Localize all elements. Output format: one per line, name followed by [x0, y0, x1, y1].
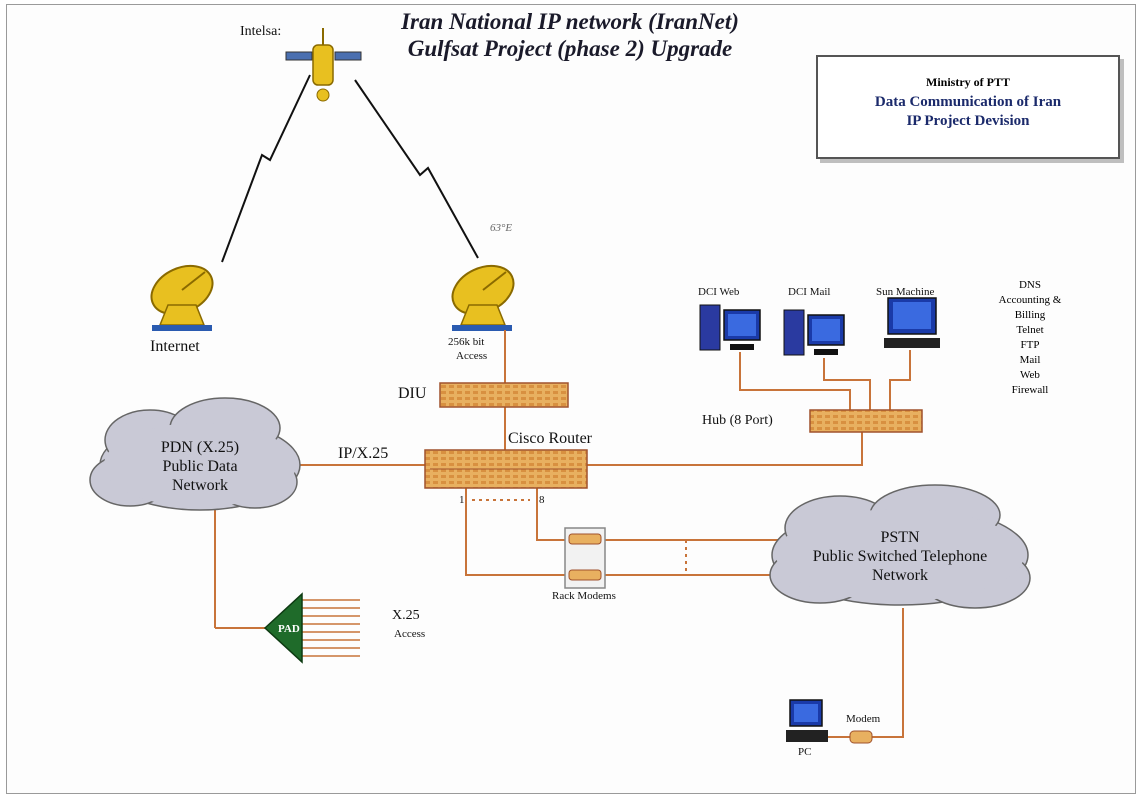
- pad-device: [263, 592, 303, 664]
- access-word-label: Access: [456, 350, 488, 362]
- satellite-note: 63°E: [490, 222, 513, 234]
- link-router-hub: [587, 432, 863, 466]
- diu-device: [439, 382, 569, 408]
- pad-label: PAD: [278, 623, 300, 635]
- ministry-box: Ministry of PTT Data Communication of Ir…: [816, 55, 1120, 159]
- pstn-line-1: PSTN: [880, 529, 920, 546]
- service-item: Billing: [1014, 309, 1046, 321]
- diagram-title: Iran National IP network (IranNet) Gulfs…: [360, 8, 780, 62]
- hub-label: Hub (8 Port): [702, 413, 773, 428]
- ground-dish-icon: [451, 264, 515, 331]
- port-1-label: 1: [459, 494, 465, 506]
- service-item: DNS: [1018, 279, 1041, 291]
- title-line-2: Gulfsat Project (phase 2) Upgrade: [407, 36, 733, 61]
- port-8-label: 8: [539, 494, 545, 506]
- pdn-line-3: Network: [172, 477, 228, 494]
- modem-device: [849, 730, 873, 744]
- link-mail-hub: [823, 358, 871, 410]
- rack-modems-device: [564, 527, 606, 589]
- ministry-line-2: Data Communication of Iran: [874, 94, 1062, 110]
- diu-label: DIU: [398, 385, 427, 402]
- pdn-cloud-label: PDN (X.25) Public Data Network: [130, 438, 270, 495]
- dci-web-computer-icon: [699, 304, 761, 351]
- access-256k-label: 256k bit: [448, 336, 485, 348]
- network-links: [214, 330, 911, 738]
- dci-mail-computer-icon: [783, 309, 845, 356]
- title-line-1: Iran National IP network (IranNet): [401, 9, 739, 34]
- ip-x25-label: IP/X.25: [338, 445, 389, 462]
- x25-access-label-1: X.25: [392, 608, 420, 623]
- satellite-link-ground: [354, 79, 479, 259]
- pc-icon: [786, 699, 828, 742]
- link-port1-rack: [465, 488, 565, 576]
- sun-machine-icon: [884, 297, 940, 348]
- link-sun-hub: [889, 350, 911, 410]
- service-item: Accounting &: [998, 294, 1062, 306]
- rack-modems-label: Rack Modems: [552, 590, 616, 602]
- services-list: DNS Accounting & Billing Telnet FTP Mail…: [975, 278, 1085, 398]
- link-port8-rack: [536, 488, 565, 541]
- service-item: Firewall: [1011, 384, 1049, 396]
- pc-label: PC: [798, 746, 812, 758]
- pdn-line-2: Public Data: [162, 458, 238, 475]
- pstn-cloud-label: PSTN Public Switched Telephone Network: [795, 528, 1005, 585]
- satellite-icon: [285, 28, 362, 102]
- pstn-line-3: Network: [872, 567, 928, 584]
- service-item: Web: [1020, 369, 1040, 381]
- cisco-router-label: Cisco Router: [508, 430, 592, 447]
- ministry-line-1: Ministry of PTT: [926, 75, 1010, 89]
- x25-access-label-2: Access: [394, 628, 426, 640]
- service-item: Mail: [1019, 354, 1041, 366]
- sun-machine-label: Sun Machine: [876, 286, 935, 298]
- service-item: FTP: [1020, 339, 1040, 351]
- satellite-link-internet: [221, 74, 311, 263]
- pstn-line-2: Public Switched Telephone: [812, 548, 988, 565]
- link-pstn-modem: [872, 608, 904, 738]
- hub-device: [809, 409, 923, 433]
- cisco-router-device: [424, 449, 588, 489]
- ministry-line-3: IP Project Devision: [906, 113, 1030, 129]
- modem-label: Modem: [846, 713, 881, 725]
- dci-mail-label: DCI Mail: [788, 286, 831, 298]
- pad-access-lines: [300, 599, 360, 657]
- satellite-label: Intelsa:: [240, 24, 282, 39]
- dci-web-label: DCI Web: [698, 286, 740, 298]
- link-web-hub: [739, 352, 851, 410]
- internet-dish-icon: [150, 264, 214, 331]
- service-item: Telnet: [1016, 324, 1044, 336]
- pdn-line-1: PDN (X.25): [160, 439, 240, 456]
- internet-label: Internet: [150, 338, 200, 355]
